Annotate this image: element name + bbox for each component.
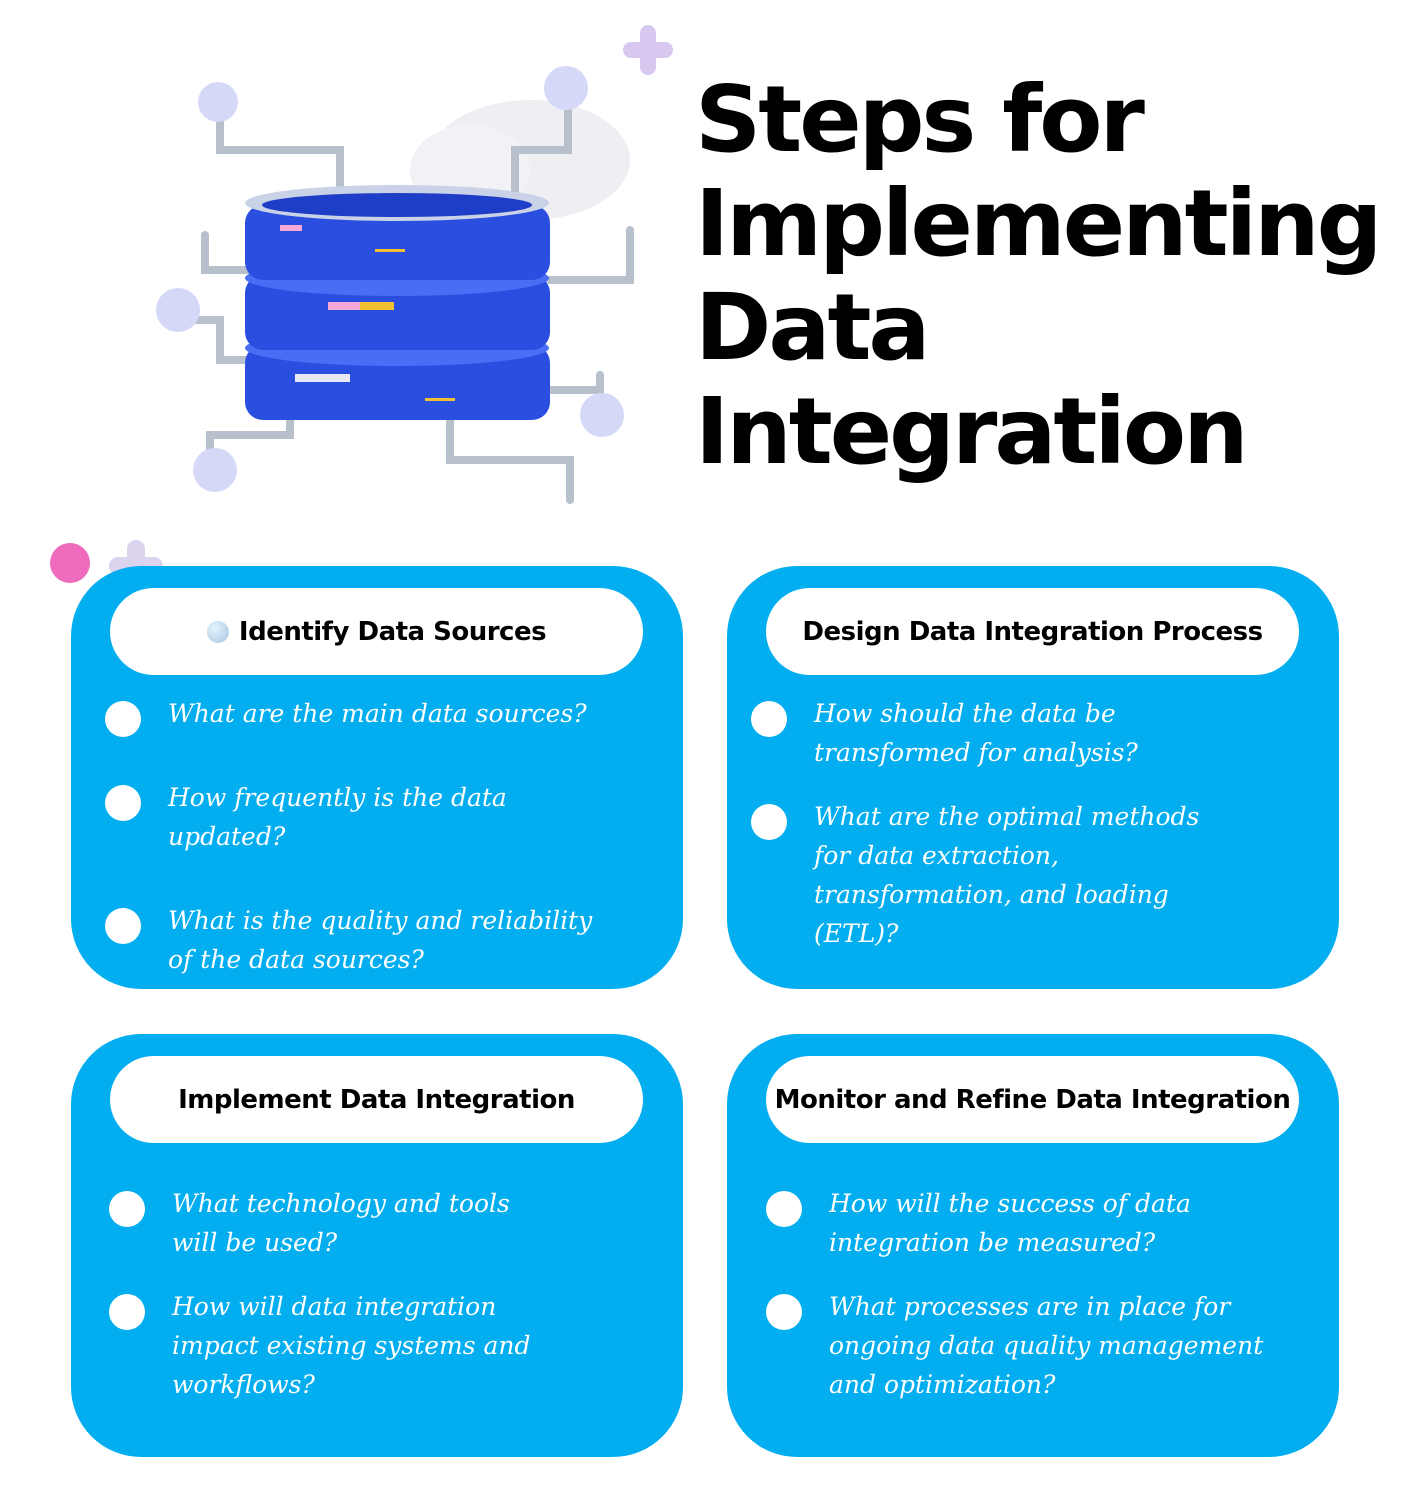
title-line: Implementing [695, 170, 1383, 277]
bullet-icon [766, 1294, 802, 1330]
card-heading: Implement Data Integration [178, 1084, 575, 1115]
card-heading: Monitor and Refine Data Integration [774, 1084, 1291, 1115]
list-item: How frequently is the data updated? [105, 778, 623, 856]
card-header: Design Data Integration Process [766, 588, 1299, 675]
question-list: How should the data be transformed for a… [751, 694, 1239, 998]
question-list: What are the main data sources? How freq… [105, 694, 623, 1024]
bullet-icon [105, 701, 141, 737]
plus-decoration [623, 25, 673, 75]
card-header: Identify Data Sources [110, 588, 643, 675]
bullet-icon [105, 785, 141, 821]
bullet-icon [766, 1191, 802, 1227]
item-text: How will data integration impact existin… [172, 1292, 531, 1399]
item-text: How will the success of data integration… [829, 1189, 1191, 1257]
card-design-process: Design Data Integration Process How shou… [727, 566, 1339, 989]
list-item: What is the quality and reliability of t… [105, 901, 623, 979]
list-item: How will the success of data integration… [766, 1184, 1269, 1262]
database-illustration [156, 25, 673, 504]
card-monitor: Monitor and Refine Data Integration How … [727, 1034, 1339, 1457]
list-item: What processes are in place for ongoing … [766, 1287, 1269, 1404]
list-item: How will data integration impact existin… [109, 1287, 563, 1404]
item-text: What is the quality and reliability of t… [168, 906, 593, 974]
item-text: What are the main data sources? [168, 699, 587, 728]
item-text: What are the optimal methods for data ex… [814, 802, 1200, 948]
title-line: Steps for [695, 66, 1145, 173]
list-item: What are the main data sources? [105, 694, 623, 737]
item-text: How should the data be transformed for a… [814, 699, 1138, 767]
page-title: Steps for Implementing Data Integration [695, 66, 1383, 485]
question-list: What technology and tools will be used? … [109, 1184, 563, 1449]
card-header: Monitor and Refine Data Integration [766, 1056, 1299, 1143]
orb-icon [206, 620, 229, 643]
bullet-icon [751, 701, 787, 737]
question-list: How will the success of data integration… [766, 1184, 1269, 1449]
bullet-icon [105, 908, 141, 944]
item-text: What processes are in place for ongoing … [829, 1292, 1264, 1399]
card-identify-data-sources: Identify Data Sources What are the main … [71, 566, 683, 989]
bullet-icon [751, 804, 787, 840]
bullet-icon [109, 1191, 145, 1227]
item-text: What technology and tools will be used? [172, 1189, 510, 1257]
list-item: What are the optimal methods for data ex… [751, 797, 1239, 953]
database-stack [245, 185, 550, 420]
card-heading: Design Data Integration Process [802, 616, 1263, 647]
title-line: Data [695, 274, 931, 381]
list-item: How should the data be transformed for a… [751, 694, 1239, 772]
card-heading: Identify Data Sources [238, 616, 547, 647]
list-item: What technology and tools will be used? [109, 1184, 563, 1262]
title-line: Integration [695, 378, 1249, 485]
card-implement: Implement Data Integration What technolo… [71, 1034, 683, 1457]
bullet-icon [109, 1294, 145, 1330]
card-header: Implement Data Integration [110, 1056, 643, 1143]
item-text: How frequently is the data updated? [168, 783, 507, 851]
